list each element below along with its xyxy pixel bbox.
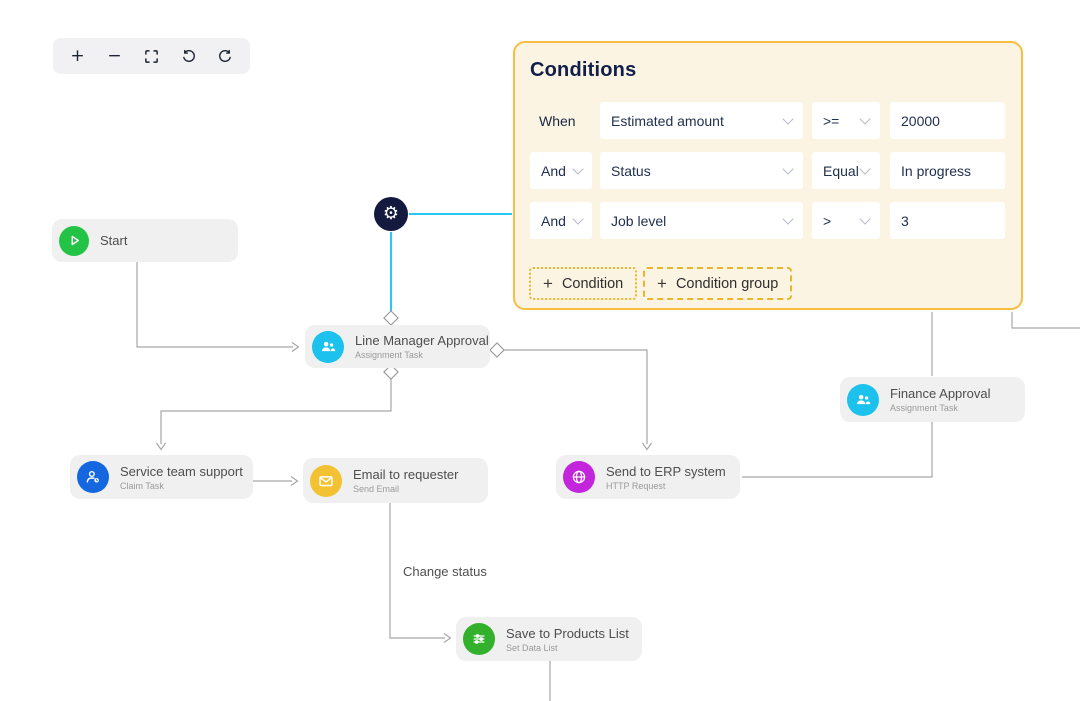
diamond-port-top [383,310,399,326]
arrow-right-email [290,476,299,486]
condition-operator-value: >= [823,112,840,129]
redo-button[interactable] [213,43,239,69]
node-service-team-support[interactable]: Service team support Claim Task [70,455,253,499]
add-condition-group-label: Condition group [675,275,779,292]
condition-operator-select[interactable]: > [812,202,880,239]
arrow-down-service [156,442,166,451]
globe-icon [563,461,595,493]
node-sublabel: Claim Task [120,480,164,491]
arrow-right-save [443,633,452,643]
node-label: Start [100,233,128,248]
arrow-down-erp [642,442,652,451]
chevron-down-icon [782,162,794,175]
chevron-down-icon [782,212,794,225]
condition-field-select[interactable]: Job level [600,202,803,239]
chevron-down-icon [859,162,871,175]
condition-value-input[interactable] [890,152,1005,189]
node-label: Service team support [120,463,243,479]
edge-panel-exit-right [1011,312,1080,329]
edge-lma-to-service [160,378,392,444]
assignment-task-icon [847,383,879,416]
undo-icon [183,49,195,62]
node-sublabel: Set Data List [506,642,558,653]
node-label: Finance Approval [890,386,991,401]
condition-value-input[interactable] [890,202,1005,239]
node-sublabel: HTTP Request [606,480,666,491]
chevron-down-icon [859,212,871,225]
play-icon [59,225,89,256]
chevron-down-icon [859,112,871,125]
condition-logic-select[interactable]: And [530,202,592,239]
conditions-panel-title: Conditions [530,59,637,81]
conditions-panel: Conditions When Estimated amount >= And … [513,41,1023,310]
condition-gear-node[interactable]: ⚙ [374,197,408,231]
node-save-to-products[interactable]: Save to Products List Set Data List [456,617,642,661]
edge-lma-to-erp [504,349,648,444]
condition-value-input[interactable] [890,102,1005,139]
node-sublabel: Assignment Task [890,403,958,413]
edge-finance-to-erp [742,422,933,478]
node-start[interactable]: Start [52,219,238,262]
add-condition-button[interactable]: + Condition [529,267,638,300]
sliders-icon [463,623,495,655]
node-sublabel: Assignment Task [355,350,423,360]
node-finance-approval[interactable]: Finance Approval Assignment Task [840,377,1025,422]
add-condition-label: Condition [561,275,624,292]
claim-task-icon [77,461,109,493]
assignment-task-icon [312,330,344,363]
node-line-manager-approval[interactable]: Line Manager Approval Assignment Task [305,325,490,368]
zoom-out-button[interactable]: − [102,43,128,69]
plus-icon: + [543,274,553,293]
condition-field-value: Status [611,162,651,179]
condition-logic-value: And [541,212,566,229]
edge-label-change-status: Change status [403,564,487,579]
chevron-down-icon [782,112,794,125]
node-label: Save to Products List [506,625,629,641]
zoom-in-button[interactable]: + [65,43,91,69]
redo-icon [219,49,231,62]
edge-start-to-lma [136,262,293,348]
fit-view-button[interactable] [139,43,165,69]
node-label: Send to ERP system [606,463,726,479]
condition-field-select[interactable]: Status [600,152,803,189]
chevron-down-icon [572,162,584,175]
condition-field-select[interactable]: Estimated amount [600,102,803,139]
condition-logic-select[interactable]: And [530,152,592,189]
node-label: Email to requester [353,467,459,482]
canvas-toolbar: + − [53,38,250,74]
arrow-right-lma [291,342,300,352]
condition-operator-value: Equal [823,162,859,179]
fit-view-icon [145,49,158,63]
condition-field-value: Estimated amount [611,112,724,129]
chevron-down-icon [572,212,584,225]
condition-field-value: Job level [611,212,667,229]
undo-button[interactable] [176,43,202,69]
condition-operator-select[interactable]: Equal [812,152,880,189]
diamond-port-right [489,342,505,358]
email-icon [310,464,342,497]
node-send-to-erp[interactable]: Send to ERP system HTTP Request [556,455,740,499]
node-sublabel: Send Email [353,484,400,494]
condition-operator-value: > [823,212,832,229]
node-label: Line Manager Approval [355,333,489,348]
condition-prefix-when: When [539,112,576,129]
gear-icon: ⚙ [382,203,400,224]
condition-logic-value: And [541,162,566,179]
condition-operator-select[interactable]: >= [812,102,880,139]
add-condition-group-button[interactable]: + Condition group [643,267,793,300]
node-email-to-requester[interactable]: Email to requester Send Email [303,458,488,503]
plus-icon: + [657,274,667,293]
